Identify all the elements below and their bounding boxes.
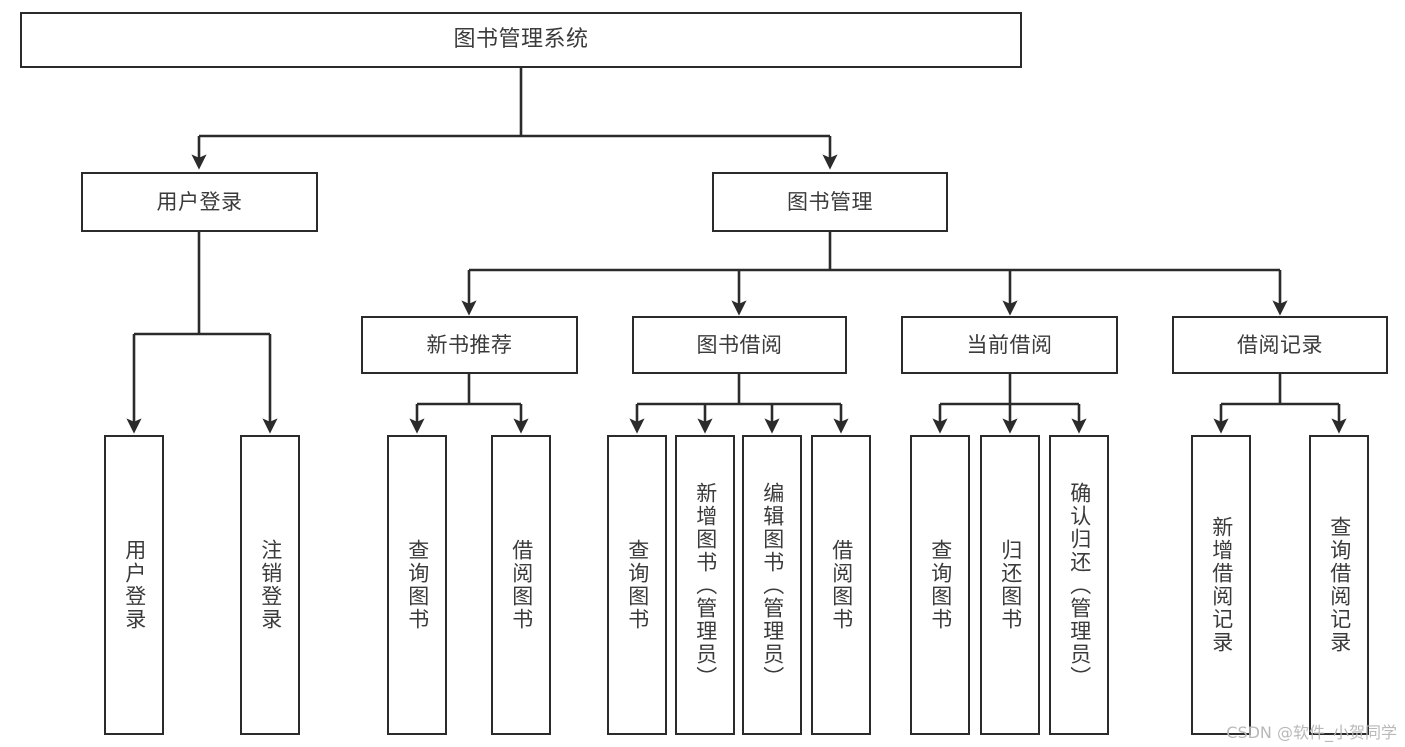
node-label: 查询借阅记录 bbox=[1327, 516, 1352, 654]
leaf-query-borrow-record[interactable]: 查询借阅记录 bbox=[1309, 435, 1369, 735]
node-label: 借阅记录 bbox=[1237, 332, 1323, 357]
leaf-user-login[interactable]: 用户登录 bbox=[104, 435, 164, 735]
node-root-book-management-system[interactable]: 图书管理系统 bbox=[20, 12, 1022, 68]
leaf-query-book-new[interactable]: 查询图书 bbox=[387, 435, 447, 735]
node-book-management[interactable]: 图书管理 bbox=[712, 172, 948, 232]
leaf-query-book-borrow[interactable]: 查询图书 bbox=[607, 435, 667, 735]
leaf-confirm-return-admin[interactable]: 确认归还（管理员） bbox=[1049, 435, 1109, 735]
node-label: 新增借阅记录 bbox=[1209, 516, 1234, 654]
node-label: 编辑图书（管理员） bbox=[760, 481, 785, 689]
node-label: 查询图书 bbox=[928, 539, 953, 631]
node-label: 借阅图书 bbox=[829, 539, 854, 631]
node-current-borrowing[interactable]: 当前借阅 bbox=[901, 316, 1118, 374]
node-user-login[interactable]: 用户登录 bbox=[81, 172, 318, 232]
leaf-borrow-book[interactable]: 借阅图书 bbox=[811, 435, 871, 735]
node-label: 当前借阅 bbox=[966, 332, 1053, 357]
leaf-return-book[interactable]: 归还图书 bbox=[980, 435, 1040, 735]
node-book-borrowing[interactable]: 图书借阅 bbox=[632, 316, 847, 374]
leaf-add-book-admin[interactable]: 新增图书（管理员） bbox=[675, 435, 735, 735]
node-label: 新增图书（管理员） bbox=[693, 481, 718, 689]
node-label: 新书推荐 bbox=[426, 332, 513, 357]
node-label: 注销登录 bbox=[258, 539, 283, 631]
node-label: 用户登录 bbox=[122, 539, 147, 631]
node-label: 确认归还（管理员） bbox=[1067, 481, 1092, 689]
node-label: 图书管理系统 bbox=[453, 27, 589, 52]
node-label: 归还图书 bbox=[998, 539, 1023, 631]
leaf-add-borrow-record[interactable]: 新增借阅记录 bbox=[1191, 435, 1251, 735]
leaf-user-logout[interactable]: 注销登录 bbox=[240, 435, 300, 735]
leaf-edit-book-admin[interactable]: 编辑图书（管理员） bbox=[742, 435, 802, 735]
node-label: 查询图书 bbox=[405, 539, 430, 631]
node-label: 图书管理 bbox=[787, 189, 873, 214]
node-borrowing-records[interactable]: 借阅记录 bbox=[1172, 316, 1388, 374]
csdn-watermark: CSDN @软件_小贺同学 bbox=[1226, 723, 1397, 742]
node-new-book-recommendation[interactable]: 新书推荐 bbox=[361, 316, 578, 374]
node-label: 查询图书 bbox=[625, 539, 650, 631]
leaf-borrow-book-new[interactable]: 借阅图书 bbox=[491, 435, 551, 735]
node-label: 图书借阅 bbox=[696, 332, 783, 357]
node-label: 借阅图书 bbox=[509, 539, 534, 631]
node-label: 用户登录 bbox=[156, 189, 243, 214]
leaf-query-book-current[interactable]: 查询图书 bbox=[910, 435, 970, 735]
